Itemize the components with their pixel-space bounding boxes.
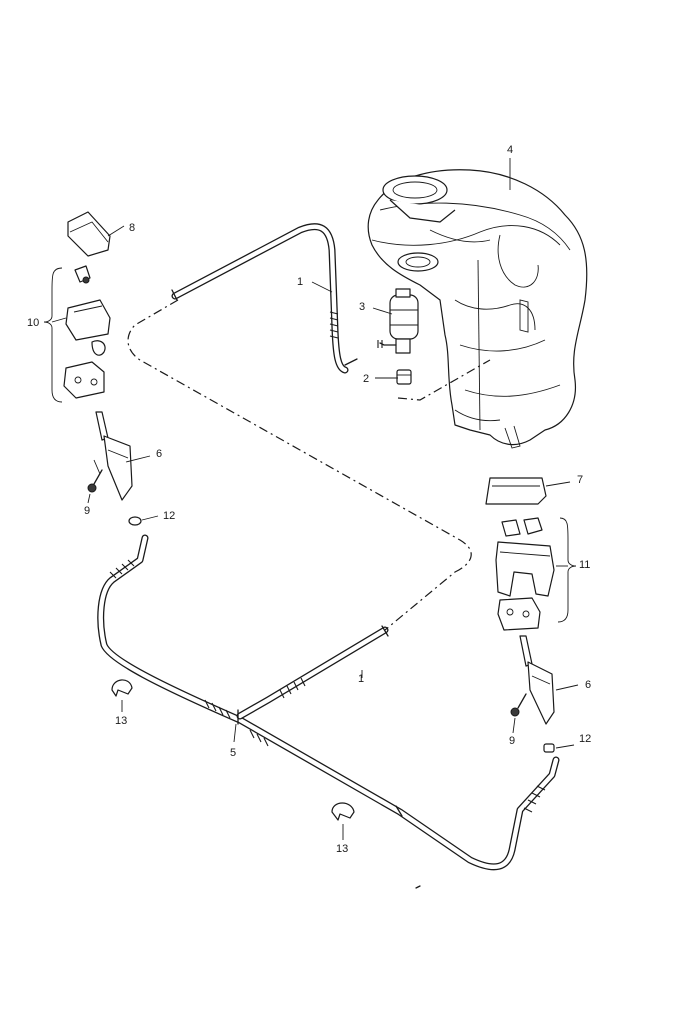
washer-pump xyxy=(377,288,419,354)
cover-cap-left xyxy=(67,211,111,257)
callout-4: 4 xyxy=(507,144,513,156)
callout-6-left: 6 xyxy=(156,448,162,460)
callout-9-right: 9 xyxy=(509,735,515,747)
callout-3: 3 xyxy=(359,301,365,313)
stray-mark xyxy=(415,885,421,889)
callout-11: 11 xyxy=(579,559,590,571)
callout-12-left: 12 xyxy=(163,510,175,522)
leader-lines xyxy=(43,158,579,840)
hose-clip-left xyxy=(128,516,142,526)
routing-line xyxy=(127,299,472,631)
nozzle-bracket-left xyxy=(63,265,111,399)
callout-7: 7 xyxy=(577,474,583,486)
routing-line-pump xyxy=(397,359,491,401)
hose-holder-b xyxy=(331,802,355,821)
hose-holder-a xyxy=(111,679,133,697)
washer-nozzle-right xyxy=(510,635,555,725)
callout-9-left: 9 xyxy=(84,505,90,517)
callout-5: 5 xyxy=(230,747,236,759)
washer-reservoir xyxy=(367,169,588,449)
pump-grommet xyxy=(396,369,412,385)
callout-2: 2 xyxy=(363,373,369,385)
washer-nozzle-left xyxy=(87,411,133,501)
callout-12-right: 12 xyxy=(579,733,591,745)
nozzle-bracket-right xyxy=(495,517,555,631)
callout-6-right: 6 xyxy=(585,679,591,691)
cover-cap-right xyxy=(485,477,547,505)
callout-13-left: 13 xyxy=(115,715,127,727)
hose-clip-right xyxy=(543,743,555,753)
callout-1-upper: 1 xyxy=(297,276,303,288)
callout-10: 10 xyxy=(27,317,39,329)
callout-1-lower: 1 xyxy=(358,673,364,685)
callout-13-right: 13 xyxy=(336,843,348,855)
lower-hose xyxy=(97,534,560,871)
upper-hose xyxy=(171,223,358,374)
callout-8: 8 xyxy=(129,222,135,234)
